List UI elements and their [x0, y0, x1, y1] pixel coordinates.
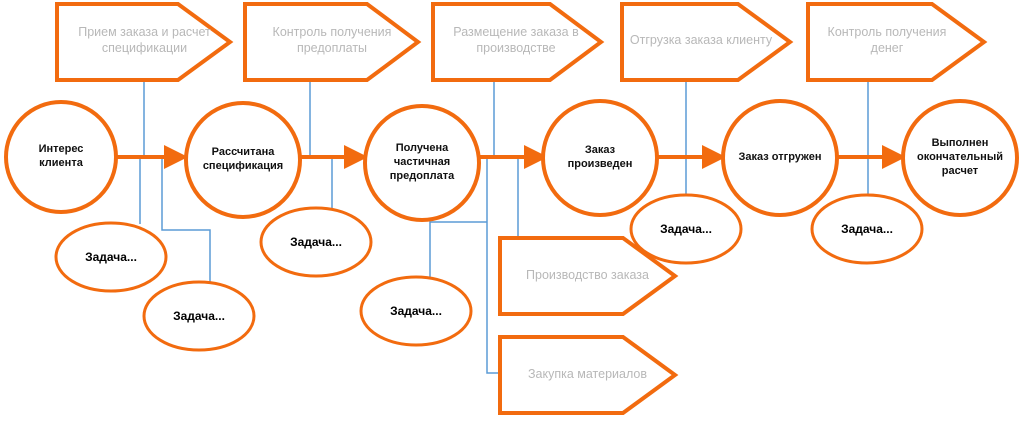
- process-payment-control[interactable]: Контроль получения денег: [827, 25, 947, 55]
- stage-spec-calculated[interactable]: Рассчитана спецификация: [202, 146, 284, 172]
- stage-client-interest[interactable]: Интерес клиента: [38, 143, 84, 169]
- task-item[interactable]: Задача...: [660, 221, 712, 236]
- stage-order-shipped[interactable]: Заказ отгружен: [738, 151, 822, 164]
- task-ellipses: [54, 193, 924, 352]
- task-item[interactable]: Задача...: [173, 308, 225, 323]
- task-item[interactable]: Задача...: [390, 303, 442, 318]
- process-order-production[interactable]: Производство заказа: [526, 268, 649, 283]
- process-shapes: [55, 2, 988, 415]
- process-prepayment-control[interactable]: Контроль получения предоплаты: [272, 25, 392, 55]
- task-item[interactable]: Задача...: [290, 234, 342, 249]
- stage-final-payment[interactable]: Выполнен окончательный расчет: [916, 137, 1003, 177]
- task-item[interactable]: Задача...: [85, 249, 137, 264]
- stage-prepayment-received[interactable]: Получена частичная предоплата: [389, 142, 455, 182]
- process-shipment[interactable]: Отгрузка заказа клиенту: [629, 33, 773, 48]
- stage-circles: [4, 99, 1019, 222]
- process-order-intake[interactable]: Прием заказа и расчет спецификации: [78, 25, 211, 55]
- process-production-placement[interactable]: Размещение заказа в производстве: [453, 25, 579, 55]
- connector-lines: [139, 80, 869, 374]
- task-item[interactable]: Задача...: [841, 221, 893, 236]
- stage-order-produced[interactable]: Заказ произведен: [567, 144, 633, 170]
- process-materials-purchase[interactable]: Закупка материалов: [527, 367, 648, 382]
